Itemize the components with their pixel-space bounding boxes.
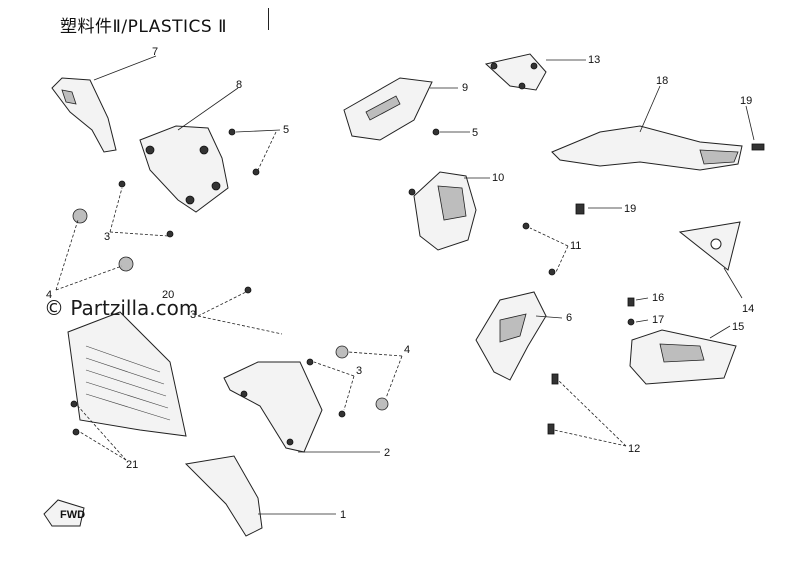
callout-6: 6	[566, 312, 572, 324]
callout-8: 8	[236, 79, 242, 91]
callout-15: 15	[732, 321, 744, 333]
part-7-cover[interactable]	[51, 77, 117, 153]
part-13-panel[interactable]	[484, 53, 547, 91]
callout-7: 7	[152, 46, 158, 58]
leader-lines	[55, 55, 755, 515]
part-1-guard[interactable]	[184, 455, 263, 537]
part-18-long-panel[interactable]	[551, 125, 743, 171]
part-19-screw[interactable]	[575, 143, 765, 215]
callout-19-top: 19	[740, 95, 752, 107]
fwd-label: FWD	[60, 509, 85, 521]
callout-5-upper: 5	[283, 124, 289, 136]
callout-12: 12	[628, 443, 640, 455]
part-9-deflector[interactable]	[343, 77, 433, 141]
callout-9: 9	[462, 82, 468, 94]
part-15-panel[interactable]	[629, 329, 737, 385]
callout-5-mid: 5	[472, 127, 478, 139]
part-2-cover[interactable]	[223, 361, 323, 453]
part-20-grille[interactable]	[67, 286, 252, 437]
callout-4-upper: 4	[46, 289, 52, 301]
diagram-title: 塑料件Ⅱ/PLASTICS Ⅱ	[60, 17, 227, 37]
part-14-plate[interactable]	[678, 221, 741, 271]
part-10-housing[interactable]	[408, 171, 477, 251]
clips-3-upper[interactable]	[118, 180, 174, 238]
callout-1: 1	[340, 509, 346, 521]
callout-3-upper: 3	[104, 231, 110, 243]
callout-10: 10	[492, 172, 504, 184]
callout-13: 13	[588, 54, 600, 66]
part-8-bracket[interactable]	[139, 125, 229, 213]
watermark: © Partzilla.com	[44, 296, 199, 320]
clips-3-lower[interactable]	[306, 358, 346, 418]
callout-17: 17	[652, 314, 664, 326]
callout-20: 20	[162, 289, 174, 301]
callout-3-lower: 3	[356, 365, 362, 377]
callout-numbers: 7 8 5 3 4 9 5 13 18 19 10 19 11 14 16 17…	[46, 46, 754, 521]
grommets-4-lower[interactable]	[335, 345, 389, 411]
callout-19-mid: 19	[624, 203, 636, 215]
callout-16: 16	[652, 292, 664, 304]
callout-3-left: 3	[190, 309, 196, 321]
part-6-cover[interactable]	[475, 291, 547, 381]
callout-18: 18	[656, 75, 668, 87]
grommets-4-upper[interactable]	[72, 208, 134, 272]
title-divider	[268, 8, 269, 30]
callout-21: 21	[126, 459, 138, 471]
fwd-arrow-icon: FWD	[43, 499, 85, 527]
screws-12[interactable]	[547, 373, 559, 435]
callout-2: 2	[384, 447, 390, 459]
clips-11[interactable]	[522, 222, 556, 276]
callout-14: 14	[742, 303, 754, 315]
parts-16-17-fasteners[interactable]	[627, 297, 635, 326]
screws-5-upper[interactable]	[228, 128, 440, 176]
callout-11: 11	[570, 240, 581, 252]
callout-4-lower: 4	[404, 344, 410, 356]
